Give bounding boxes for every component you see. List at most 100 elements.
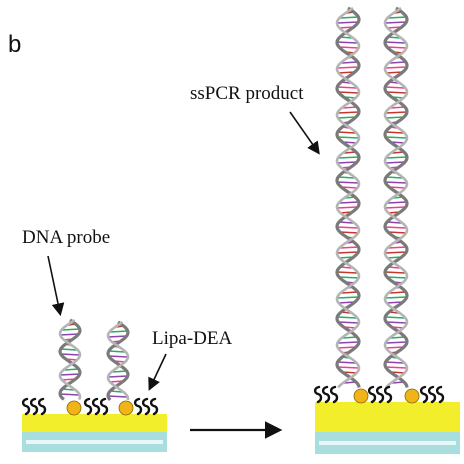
base-pair <box>384 226 407 229</box>
dna-probe-pointer <box>47 255 65 317</box>
base-pair <box>336 271 358 274</box>
base-pair <box>384 41 406 44</box>
base-pair <box>337 86 357 89</box>
base-pair <box>59 393 80 396</box>
base-pair <box>338 176 355 179</box>
dna-backbone <box>335 6 361 388</box>
base-pair <box>338 321 360 324</box>
base-pair <box>389 186 407 189</box>
base-pair <box>385 316 405 319</box>
left-substrate <box>22 414 167 452</box>
squiggle-linker-icon <box>367 385 377 404</box>
dna-backbone <box>58 318 82 401</box>
dna-backbone <box>58 318 82 401</box>
base-pair <box>386 321 408 324</box>
base-pair <box>337 361 356 364</box>
squiggle-linker-icon <box>29 397 39 416</box>
gold-beads <box>66 388 420 416</box>
base-pair <box>387 201 407 204</box>
base-pair <box>60 373 80 376</box>
base-pair <box>386 156 408 159</box>
base-pair <box>108 355 129 358</box>
base-pair <box>336 226 359 229</box>
squiggle-linker-icon <box>149 397 159 416</box>
gold-nanoparticle-icon <box>66 400 82 416</box>
base-pair <box>386 46 407 49</box>
base-pair <box>385 366 407 369</box>
dna-backbone <box>383 6 409 388</box>
base-pair <box>388 246 407 249</box>
lipa-dea-label: Lipa-DEA <box>152 328 232 349</box>
dna-probe-helix <box>106 320 130 401</box>
squiggle-linker-icon <box>321 385 331 404</box>
sspcr-product-helix <box>383 6 409 389</box>
squiggle-linker-icon <box>427 385 437 404</box>
base-pair <box>341 61 358 64</box>
base-pair <box>339 231 359 234</box>
gold-nanoparticle-icon <box>353 388 369 404</box>
base-pair <box>385 161 406 164</box>
sspcr-product-helix <box>335 6 361 389</box>
base-pair <box>390 106 406 109</box>
base-pair <box>337 111 360 114</box>
squiggle-linker-icon <box>313 385 323 404</box>
base-pair <box>337 366 359 369</box>
gold-layer <box>22 414 167 432</box>
base-pair <box>385 131 404 134</box>
dna-strands <box>58 6 409 401</box>
glass-highlight <box>319 441 456 445</box>
base-pair <box>385 111 408 114</box>
base-pair <box>388 16 407 19</box>
base-pair <box>385 136 407 139</box>
base-pair <box>337 316 357 319</box>
dna-probe-label: DNA probe <box>22 227 110 248</box>
base-pair <box>386 221 402 224</box>
base-pair <box>341 186 359 189</box>
dna-probe-helix <box>58 318 82 401</box>
base-pair <box>385 116 405 119</box>
base-pair <box>337 116 357 119</box>
base-pair <box>385 86 405 89</box>
dna-backbone <box>335 6 361 389</box>
gold-nanoparticle-icon <box>118 400 134 416</box>
base-pair <box>390 336 406 339</box>
base-pair <box>337 161 358 164</box>
squiggle-linker-icon <box>83 397 93 416</box>
base-pair <box>341 291 358 294</box>
base-pair <box>108 375 128 378</box>
base-pair <box>340 16 359 19</box>
base-pair <box>337 21 359 24</box>
base-pair <box>384 271 406 274</box>
base-pair <box>337 71 355 74</box>
base-pair <box>59 333 79 336</box>
base-pair <box>342 106 358 109</box>
squiggle-linker-icon <box>435 385 445 404</box>
base-pair <box>385 301 403 304</box>
base-pair <box>337 296 359 299</box>
base-pair <box>107 335 127 338</box>
base-pair <box>337 181 359 184</box>
squiggle-linker-icon <box>329 385 339 404</box>
base-pair <box>337 251 359 254</box>
base-pair <box>386 176 403 179</box>
base-pair <box>64 368 79 371</box>
squiggle-linker-icon <box>141 397 151 416</box>
squiggle-linker-icon <box>99 397 109 416</box>
base-pair <box>107 395 128 398</box>
base-pair <box>108 350 125 353</box>
base-pair <box>62 328 80 331</box>
squiggle-linker-icon <box>91 397 101 416</box>
base-pair <box>110 330 128 333</box>
base-pair <box>385 21 407 24</box>
base-pair <box>385 71 403 74</box>
right-substrate <box>315 402 460 454</box>
base-pair <box>338 221 354 224</box>
base-pair <box>337 66 359 69</box>
base-pair <box>389 291 406 294</box>
base-pair <box>60 348 77 351</box>
glass-highlight <box>26 440 163 444</box>
base-pair <box>60 353 81 356</box>
base-pair <box>337 131 356 134</box>
squiggle-linker-icon <box>37 397 47 416</box>
base-pair <box>336 206 358 209</box>
